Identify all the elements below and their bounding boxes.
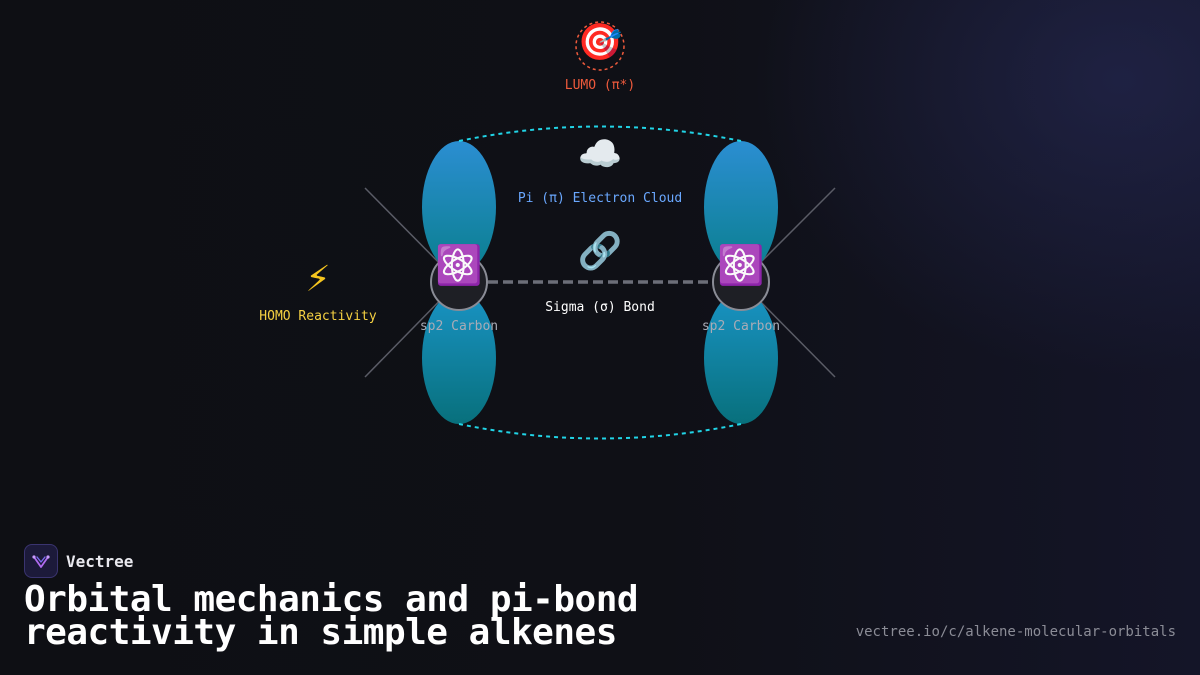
target-icon: 🎯	[577, 22, 623, 63]
carbon-left-label: sp2 Carbon	[419, 319, 499, 334]
page-title: Orbital mechanics and pi-bond reactivity…	[24, 579, 639, 653]
p-orbital-lobe-left-upper	[422, 141, 496, 273]
pi-cloud-label: Pi (π) Electron Cloud	[517, 191, 683, 206]
brand[interactable]: Vectree	[24, 544, 133, 578]
brand-name: Vectree	[66, 551, 134, 571]
lumo-ring	[575, 21, 625, 71]
homo-label: HOMO Reactivity	[259, 309, 377, 324]
cloud-icon: ☁️	[577, 134, 623, 175]
atom-icon: ⚛️	[717, 243, 765, 287]
carbon-nucleus-left	[430, 253, 488, 311]
pi-cloud-lower-arc	[458, 423, 742, 440]
carbon-right-label: sp2 Carbon	[701, 319, 781, 334]
vectree-logo-icon	[24, 544, 58, 578]
lightning-icon: ⚡	[305, 259, 331, 300]
carbon-nucleus-right	[712, 253, 770, 311]
p-orbital-lobe-right-lower	[704, 292, 778, 424]
sigma-bond-label: Sigma (σ) Bond	[545, 300, 655, 315]
p-orbital-lobe-right-upper	[704, 141, 778, 273]
p-orbital-lobe-left-lower	[422, 292, 496, 424]
link-icon: 🔗	[577, 231, 623, 272]
atom-icon: ⚛️	[435, 243, 483, 287]
source-url[interactable]: vectree.io/c/alkene-molecular-orbitals	[855, 624, 1176, 640]
lumo-label: LUMO (π*)	[564, 78, 636, 93]
